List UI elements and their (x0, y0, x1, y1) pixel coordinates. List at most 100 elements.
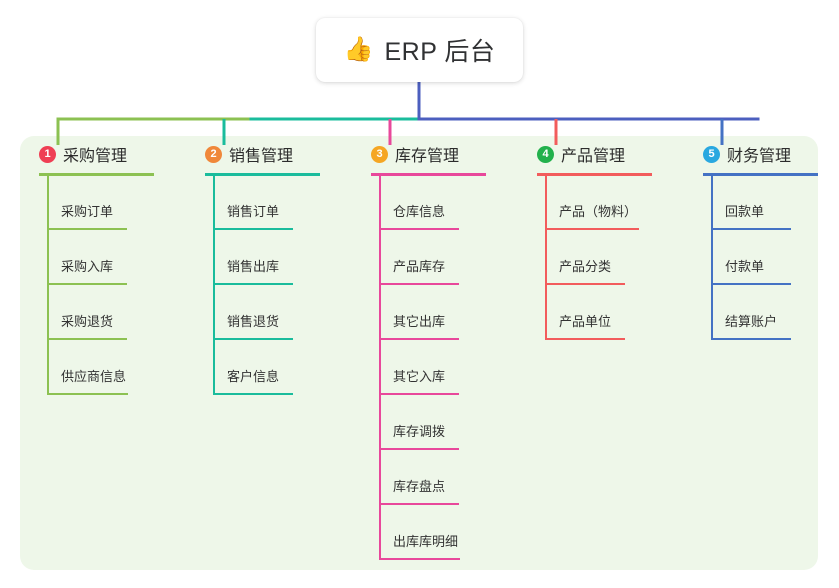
list-item-rule (379, 283, 459, 285)
list-item[interactable]: 产品（物料） (545, 176, 675, 231)
list-item-label: 产品分类 (559, 259, 612, 274)
column-spine (379, 175, 381, 559)
column-4: 4 产品管理产品（物料） 产品分类产品单位 (528, 142, 652, 340)
list-item-label: 产品库存 (393, 259, 446, 274)
column-badge-icon: 4 (537, 145, 554, 163)
list-item[interactable]: 产品库存 (379, 231, 509, 286)
list-item[interactable]: 产品单位 (545, 286, 675, 341)
list-item-rule (711, 228, 791, 230)
list-item-rule (213, 228, 293, 230)
list-item-label: 结算账户 (725, 314, 778, 329)
list-item-rule (379, 393, 459, 395)
list-item-label: 付款单 (725, 259, 765, 274)
list-item-rule (213, 338, 293, 340)
list-item[interactable]: 库存调拨 (379, 396, 509, 451)
list-item[interactable]: 回款单 (711, 176, 839, 231)
list-item-label: 客户信息 (227, 369, 280, 384)
list-item[interactable]: 采购退货 (47, 286, 177, 341)
column-header-1[interactable]: 1 采购管理 (30, 142, 127, 166)
list-item[interactable]: 库存盘点 (379, 451, 509, 506)
list-item-rule (711, 283, 791, 285)
list-item-rule (379, 228, 459, 230)
list-item-rule (711, 338, 791, 340)
thumbs-up-icon: 👍 (343, 36, 374, 63)
column-badge-icon: 2 (205, 145, 222, 163)
list-item-rule (47, 338, 127, 340)
column-badge-icon: 1 (39, 145, 56, 163)
list-item-label: 产品（物料） (559, 204, 638, 219)
list-item-rule (379, 558, 460, 560)
column-item-list: 产品（物料） 产品分类产品单位 (545, 176, 675, 341)
column-item-list: 采购订单采购入库采购退货供应商信息 (47, 176, 177, 396)
list-item[interactable]: 供应商信息 (47, 341, 177, 396)
list-item-label: 回款单 (725, 204, 765, 219)
list-item[interactable]: 产品分类 (545, 231, 675, 286)
list-item[interactable]: 付款单 (711, 231, 839, 286)
column-header-2[interactable]: 2 销售管理 (196, 142, 293, 166)
list-item-label: 采购入库 (61, 259, 114, 274)
column-title: 库存管理 (395, 148, 460, 165)
column-1: 1 采购管理采购订单采购入库采购退货供应商信息 (30, 142, 154, 395)
root-title: ERP 后台 (384, 38, 496, 66)
column-5: 5 财务管理回款单付款单结算账户 (694, 142, 818, 340)
list-item[interactable]: 采购入库 (47, 231, 177, 286)
list-item[interactable]: 采购订单 (47, 176, 177, 231)
column-item-list: 回款单付款单结算账户 (711, 176, 839, 341)
diagram-background-panel (20, 136, 818, 570)
column-3: 3 库存管理仓库信息产品库存其它出库其它入库库存调拨库存盘点出库库明细 (362, 142, 486, 560)
list-item-label: 采购退货 (61, 314, 114, 329)
list-item-rule (379, 448, 459, 450)
list-item-rule (213, 283, 293, 285)
list-item[interactable]: 结算账户 (711, 286, 839, 341)
column-spine (545, 175, 547, 339)
list-item-label: 销售退货 (227, 314, 280, 329)
list-item-rule (47, 228, 127, 230)
list-item[interactable]: 销售退货 (213, 286, 343, 341)
list-item-rule (47, 393, 128, 395)
list-item-label: 库存盘点 (393, 479, 446, 494)
list-item-label: 出库库明细 (393, 534, 459, 549)
list-item-rule (379, 503, 459, 505)
column-header-rule (205, 173, 320, 176)
list-item[interactable]: 其它入库 (379, 341, 509, 396)
list-item-rule (545, 228, 640, 230)
list-item-label: 其它入库 (393, 369, 446, 384)
column-header-4[interactable]: 4 产品管理 (528, 142, 625, 166)
list-item-rule (379, 338, 459, 340)
column-header-3[interactable]: 3 库存管理 (362, 142, 459, 166)
list-item-label: 仓库信息 (393, 204, 446, 219)
root-node[interactable]: 👍 ERP 后台 (316, 18, 523, 82)
list-item[interactable]: 销售出库 (213, 231, 343, 286)
list-item-label: 库存调拨 (393, 424, 446, 439)
list-item[interactable]: 其它出库 (379, 286, 509, 341)
column-title: 销售管理 (229, 148, 294, 165)
list-item[interactable]: 出库库明细 (379, 506, 509, 561)
column-header-rule (39, 173, 154, 176)
list-item-rule (545, 283, 625, 285)
list-item[interactable]: 仓库信息 (379, 176, 509, 231)
list-item-label: 供应商信息 (61, 369, 127, 384)
list-item-rule (213, 393, 293, 395)
column-2: 2 销售管理销售订单销售出库销售退货客户信息 (196, 142, 320, 395)
list-item-label: 销售出库 (227, 259, 280, 274)
list-item[interactable]: 销售订单 (213, 176, 343, 231)
column-item-list: 销售订单销售出库销售退货客户信息 (213, 176, 343, 396)
list-item-label: 产品单位 (559, 314, 612, 329)
list-item-label: 采购订单 (61, 204, 114, 219)
column-badge-icon: 5 (703, 145, 720, 163)
list-item-rule (545, 338, 625, 340)
column-title: 产品管理 (561, 148, 626, 165)
column-header-rule (537, 173, 652, 176)
column-title: 财务管理 (727, 148, 792, 165)
column-header-rule (703, 173, 818, 176)
list-item-rule (47, 283, 127, 285)
column-spine (711, 175, 713, 339)
column-header-5[interactable]: 5 财务管理 (694, 142, 791, 166)
column-item-list: 仓库信息产品库存其它出库其它入库库存调拨库存盘点出库库明细 (379, 176, 509, 561)
list-item-label: 其它出库 (393, 314, 446, 329)
column-badge-icon: 3 (371, 145, 388, 163)
column-title: 采购管理 (63, 148, 128, 165)
list-item-label: 销售订单 (227, 204, 280, 219)
list-item[interactable]: 客户信息 (213, 341, 343, 396)
column-header-rule (371, 173, 486, 176)
